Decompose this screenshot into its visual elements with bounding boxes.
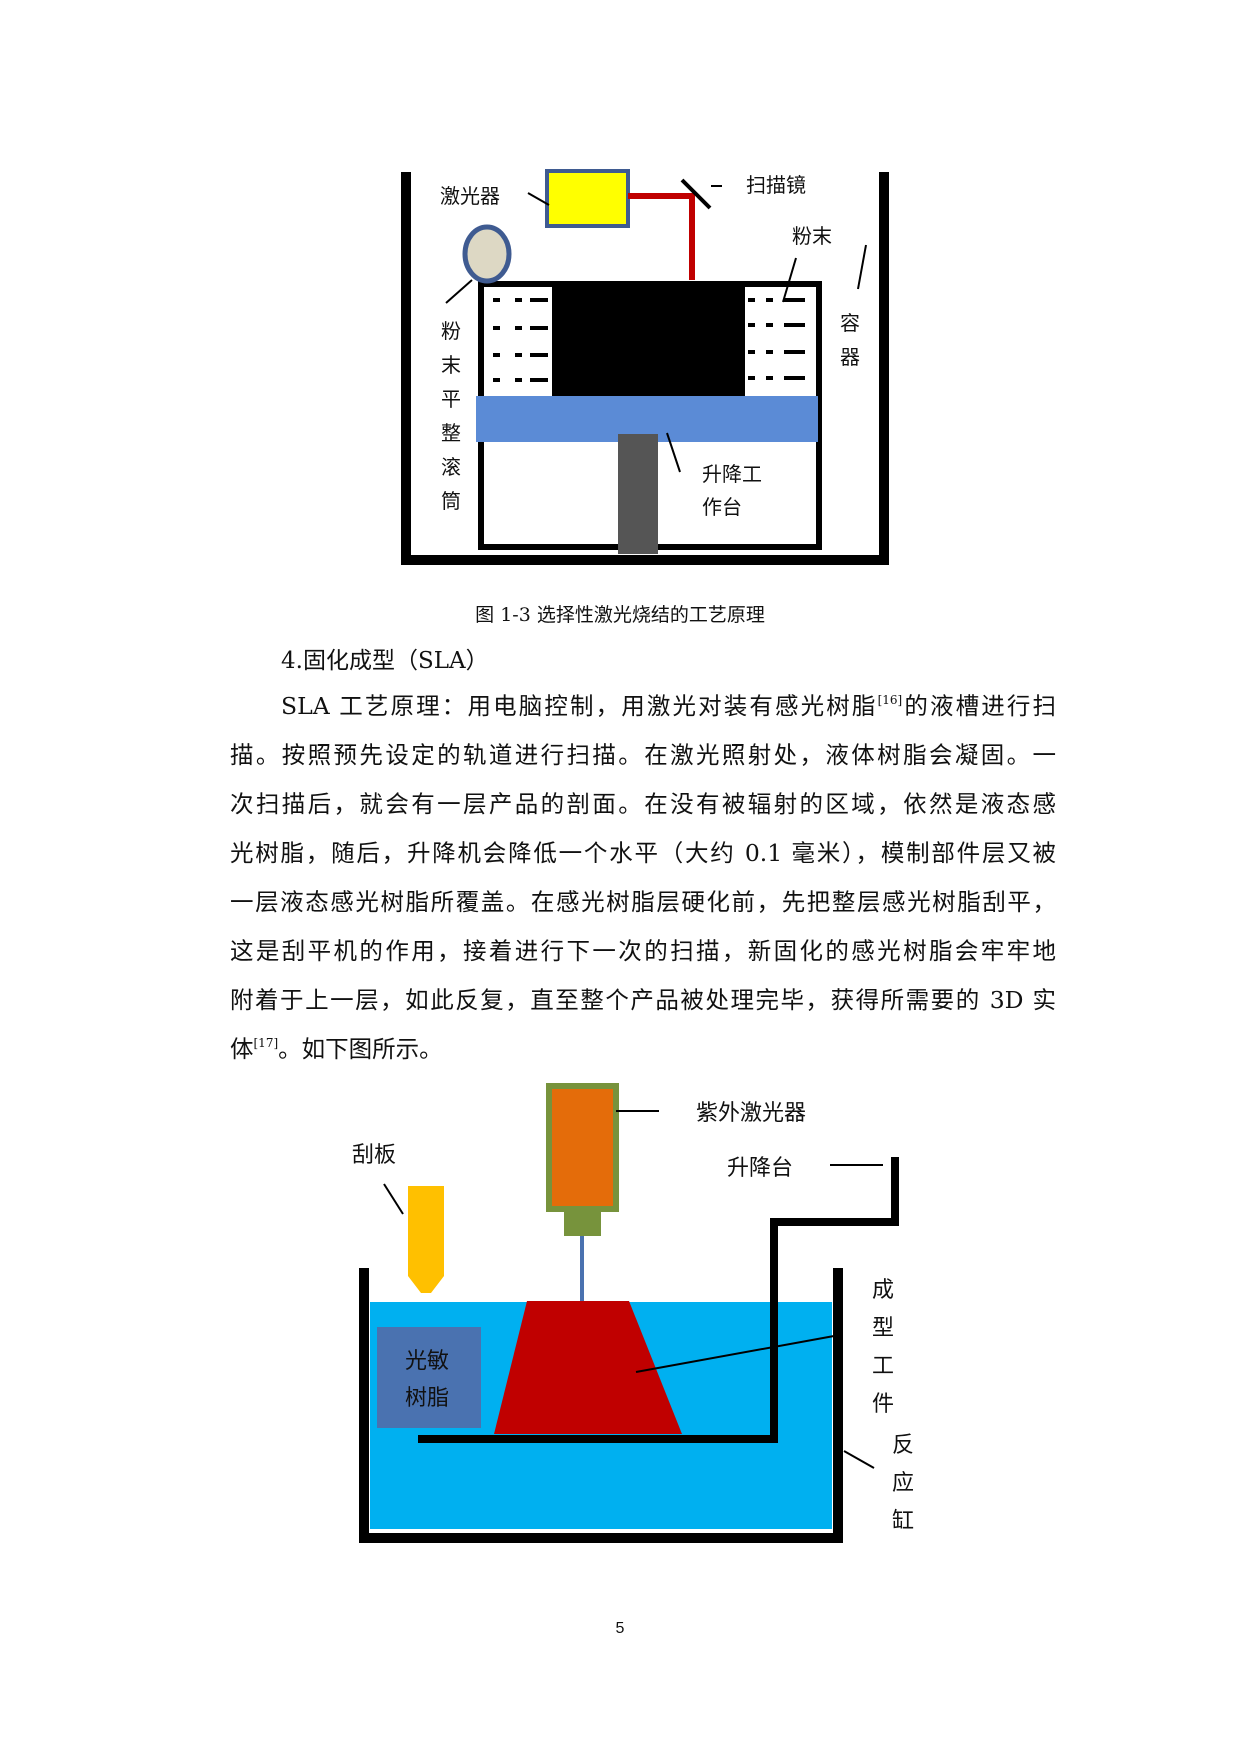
paragraph-line: 附着于上一层，如此反复，直至整个产品被处理完毕，获得所需要的 3D 实 (230, 986, 1056, 1014)
part-label-char: 件 (872, 1392, 894, 1417)
resin-label-1: 光敏 (405, 1349, 449, 1374)
formed-part (494, 1301, 682, 1434)
paragraph-line: 这是刮平机的作用，接着进行下一次的扫描，新固化的感光树脂会牢牢地 (230, 937, 1056, 965)
roller-label-char: 平 (441, 387, 461, 411)
scraper-label: 刮板 (352, 1143, 396, 1168)
platform-label-2: 作台 (702, 495, 742, 519)
roller-label-char: 滚 (441, 455, 461, 479)
part-label-char: 型 (872, 1316, 894, 1341)
uv-laser-label: 紫外激光器 (696, 1101, 806, 1126)
resin-box (377, 1327, 481, 1428)
laser-label: 激光器 (440, 184, 500, 208)
laser-beam (628, 193, 695, 280)
sintered-part (552, 283, 745, 396)
tank-label: 反 应 缸 (892, 1433, 914, 1534)
paragraph-line: 体[17]。如下图所示。 (230, 1035, 443, 1063)
tank-label-char: 反 (892, 1433, 914, 1458)
paragraph-line: 描。按照预先设定的轨道进行扫描。在激光照射处，液体树脂会凝固。一 (230, 741, 1056, 769)
lift-piston (618, 434, 658, 554)
roller-label: 粉 末 平 整 滚 筒 (441, 319, 461, 513)
reaction-tank (359, 1268, 843, 1543)
powder-right (748, 298, 805, 380)
sls-diagram: 激光器 扫描镜 粉末 容 器 粉 末 平 整 滚 筒 升降工 作台 (401, 169, 889, 565)
part-label-char: 成 (872, 1278, 894, 1303)
sla-leader-lines (383, 1110, 883, 1469)
lift-label: 升降台 (727, 1156, 793, 1181)
container-label-1: 容 (840, 311, 860, 335)
figure-caption: 图 1-3 选择性激光烧结的工艺原理 (475, 604, 765, 626)
part-label: 成 型 工 件 (872, 1278, 894, 1417)
platform-label-1: 升降工 (702, 462, 762, 486)
laser-box (545, 169, 630, 228)
roller-label-char: 整 (441, 421, 461, 445)
lift-platform (418, 1157, 899, 1443)
paragraph-line: 次扫描后，就会有一层产品的剖面。在没有被辐射的区域，依然是液态感 (230, 790, 1056, 818)
resin-label-2: 树脂 (405, 1386, 449, 1411)
roller-label-char: 末 (441, 353, 461, 377)
tank-label-char: 应 (892, 1471, 914, 1496)
scan-mirror (680, 178, 712, 210)
roller-label-char: 粉 (441, 319, 461, 343)
page-number: 5 (615, 1620, 625, 1637)
uv-laser-body (546, 1083, 619, 1212)
uv-laser-nozzle (564, 1209, 601, 1236)
powder-label: 粉末 (792, 224, 832, 248)
section-heading: 4.固化成型（SLA） (281, 648, 489, 674)
powder-left (493, 298, 548, 382)
part-label-char: 工 (872, 1354, 894, 1379)
tank-label-char: 缸 (892, 1509, 914, 1534)
scraper (408, 1186, 444, 1293)
container-outline (401, 172, 889, 565)
powder-roller (462, 224, 512, 284)
sls-leader-lines (445, 185, 867, 473)
roller-label-char: 筒 (441, 489, 461, 513)
paragraph-line: 一层液态感光树脂所覆盖。在感光树脂层硬化前，先把整层感光树脂刮平， (230, 888, 1056, 916)
body-paragraph: SLA 工艺原理：用电脑控制，用激光对装有感光树脂[16]的液槽进行扫 描。按照… (230, 682, 1056, 1074)
paragraph-line: 光树脂，随后，升降机会降低一个水平（大约 0.1 毫米），模制部件层又被 (230, 839, 1056, 867)
citation-ref: [17] (253, 1036, 279, 1050)
citation-ref: [16] (877, 693, 903, 707)
scan-mirror-label: 扫描镜 (746, 173, 806, 197)
sla-diagram: 紫外激光器 刮板 升降台 光敏 树脂 成 型 工 件 反 应 缸 (352, 1083, 914, 1543)
paragraph-line: SLA 工艺原理：用电脑控制，用激光对装有感光树脂[16]的液槽进行扫 (281, 692, 1056, 720)
container-label-2: 器 (840, 345, 860, 369)
